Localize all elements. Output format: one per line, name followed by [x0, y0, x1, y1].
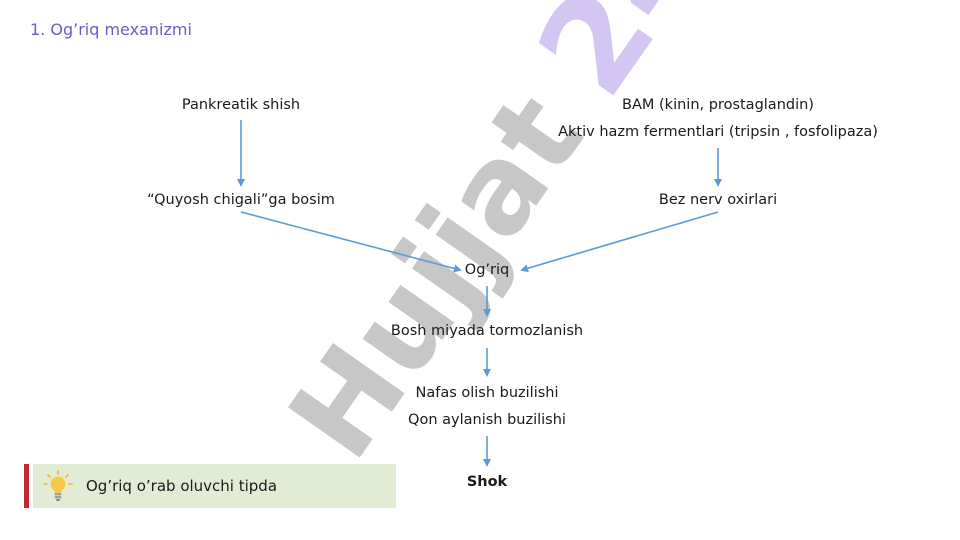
- arrow-quyosh-ogriq: [240, 211, 462, 273]
- node-bez-nerv: Bez nerv oxirlari: [658, 192, 778, 208]
- node-ogriq: Og’riq: [464, 262, 510, 278]
- node-aktiv-fermentlar: Aktiv hazm fermentlari (tripsin , fosfol…: [558, 124, 878, 140]
- arrow-bez-ogriq: [520, 211, 719, 273]
- node-pankreatik-shish: Pankreatik shish: [181, 97, 301, 113]
- node-bam: BAM (kinin, prostaglandin): [622, 97, 814, 113]
- node-qon: Qon aylanish buzilishi: [408, 412, 566, 428]
- lightbulb-icon: [43, 470, 73, 501]
- node-bosh-miya: Bosh miyada tormozlanish: [390, 323, 584, 339]
- tip-text: Og’riq o’rab oluvchi tipda: [86, 477, 278, 495]
- node-nafas: Nafas olish buzilishi: [415, 385, 559, 401]
- page-title: 1. Og’riq mexanizmi: [30, 20, 192, 39]
- tip-accent-bar: [24, 464, 29, 508]
- node-shok: Shok: [466, 474, 508, 490]
- tip-callout: Og’riq o’rab oluvchi tipda: [33, 464, 396, 508]
- node-quyosh-chigali: “Quyosh chigali”ga bosim: [147, 192, 335, 208]
